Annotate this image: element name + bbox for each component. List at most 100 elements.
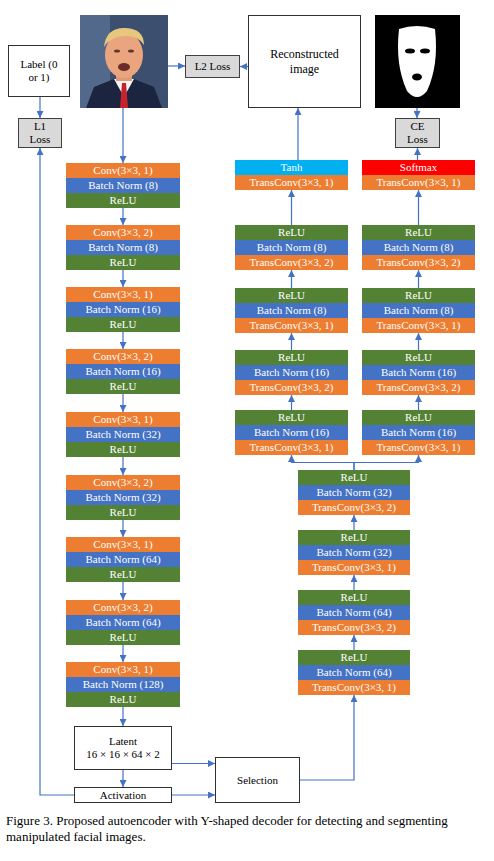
layer-batchnorm: Batch Norm (8)	[362, 240, 475, 255]
connector-arrow	[297, 108, 298, 160]
node-text: Tanh	[281, 161, 303, 174]
layer-relu: ReLU	[235, 350, 348, 365]
node-text: Conv(3×3, 2)	[93, 350, 152, 363]
node-text: ReLU	[341, 471, 368, 484]
node-text: Conv(3×3, 1)	[93, 288, 152, 301]
layer-conv: Conv(3×3, 1)	[66, 537, 180, 552]
layer-batchnorm: Batch Norm (8)	[66, 240, 180, 255]
connector-arrow	[122, 770, 123, 787]
connector-arrow	[418, 395, 419, 410]
connector-arrow	[291, 395, 292, 410]
layer-relu: ReLU	[235, 225, 348, 240]
connector-arrow	[122, 270, 123, 287]
layer-conv: TransConv(3×3, 1)	[362, 318, 475, 333]
connector-arrow	[291, 270, 292, 288]
layer-conv: TransConv(3×3, 1)	[298, 560, 410, 575]
mask-eye	[405, 49, 415, 54]
connector-arrow	[122, 582, 123, 600]
node-text: Latent	[109, 735, 137, 748]
node-text: ReLU	[405, 226, 432, 239]
layer-relu: ReLU	[66, 505, 180, 520]
connector-arrow	[291, 190, 292, 225]
process-box: Latent16 × 16 × 64 × 2	[74, 726, 172, 770]
node-text: Batch Norm (64)	[85, 553, 160, 566]
mask-background	[375, 15, 460, 108]
node-text: Conv(3×3, 1)	[93, 663, 152, 676]
hair	[104, 28, 144, 47]
layer-tanh: Tanh	[235, 160, 348, 175]
layer-conv: TransConv(3×3, 1)	[235, 440, 348, 455]
connector-arrow	[353, 515, 354, 530]
node-text: Label (0 or 1)	[19, 58, 59, 84]
connector-arrow	[122, 457, 123, 475]
connector-arrow	[418, 270, 419, 288]
node-text: Batch Norm (16)	[381, 366, 456, 379]
node-text: TransConv(3×3, 2)	[312, 621, 396, 634]
node-text: L1 Loss	[25, 120, 55, 146]
layer-batchnorm: Batch Norm (64)	[66, 615, 180, 630]
connector-arrow	[122, 332, 123, 349]
layer-relu: ReLU	[298, 590, 410, 605]
node-text: TransConv(3×3, 2)	[249, 256, 333, 269]
layer-relu: ReLU	[298, 650, 410, 665]
node-text: Batch Norm (64)	[316, 606, 391, 619]
node-text: Softmax	[400, 161, 437, 174]
loss-box: L1 Loss	[18, 118, 62, 148]
node-text: TransConv(3×3, 2)	[376, 381, 460, 394]
layer-relu: ReLU	[66, 692, 180, 707]
layer-relu: ReLU	[66, 255, 180, 270]
layer-batchnorm: Batch Norm (16)	[362, 425, 475, 440]
layer-batchnorm: Batch Norm (64)	[66, 552, 180, 567]
node-text: ReLU	[110, 318, 137, 331]
node-text: Batch Norm (8)	[88, 179, 158, 192]
node-text: L2 Loss	[195, 60, 231, 73]
node-text: ReLU	[278, 411, 305, 424]
mask-wire	[416, 108, 417, 118]
layer-relu: ReLU	[362, 288, 475, 303]
node-text: Conv(3×3, 1)	[93, 164, 152, 177]
node-text: ReLU	[341, 531, 368, 544]
node-text: Activation	[100, 789, 146, 802]
node-text: Batch Norm (8)	[88, 241, 158, 254]
connector-arrow	[300, 695, 354, 780]
layer-batchnorm: Batch Norm (16)	[235, 365, 348, 380]
connector-arrow	[172, 763, 215, 764]
node-text: TransConv(3×3, 1)	[312, 681, 396, 694]
layer-conv: Conv(3×3, 1)	[66, 412, 180, 427]
layer-relu: ReLU	[362, 225, 475, 240]
layer-relu: ReLU	[362, 350, 475, 365]
layer-relu: ReLU	[66, 567, 180, 582]
layer-conv: Conv(3×3, 1)	[66, 163, 180, 178]
layer-conv: TransConv(3×3, 1)	[362, 175, 475, 190]
process-box: Activation	[74, 787, 172, 803]
connector-arrow	[417, 148, 418, 160]
node-text: ReLU	[110, 631, 137, 644]
node-text: ReLU	[110, 380, 137, 393]
input-wire	[168, 65, 185, 66]
layer-batchnorm: Batch Norm (128)	[66, 677, 180, 692]
node-text: ReLU	[110, 506, 137, 519]
layer-batchnorm: Batch Norm (8)	[235, 303, 348, 318]
eye	[128, 50, 134, 53]
node-text: ReLU	[341, 651, 368, 664]
layer-conv: Conv(3×3, 1)	[66, 662, 180, 677]
node-text: ReLU	[110, 194, 137, 207]
layer-batchnorm: Batch Norm (8)	[362, 303, 475, 318]
face-photo	[80, 15, 168, 108]
layer-conv: TransConv(3×3, 2)	[235, 255, 348, 270]
layer-relu: ReLU	[235, 410, 348, 425]
layer-relu: ReLU	[66, 193, 180, 208]
layer-relu: ReLU	[298, 530, 410, 545]
node-text: ReLU	[278, 289, 305, 302]
node-text: Batch Norm (8)	[384, 241, 454, 254]
layer-conv: Conv(3×3, 2)	[66, 600, 180, 615]
node-text: TransConv(3×3, 1)	[312, 561, 396, 574]
layer-batchnorm: Batch Norm (8)	[235, 240, 348, 255]
node-text: TransConv(3×3, 2)	[376, 256, 460, 269]
node-text: ReLU	[405, 411, 432, 424]
figure-caption: Figure 3. Proposed autoencoder with Y-sh…	[6, 813, 488, 845]
node-text: Batch Norm (32)	[85, 491, 160, 504]
layer-batchnorm: Batch Norm (16)	[66, 302, 180, 317]
node-text: TransConv(3×3, 2)	[249, 381, 333, 394]
